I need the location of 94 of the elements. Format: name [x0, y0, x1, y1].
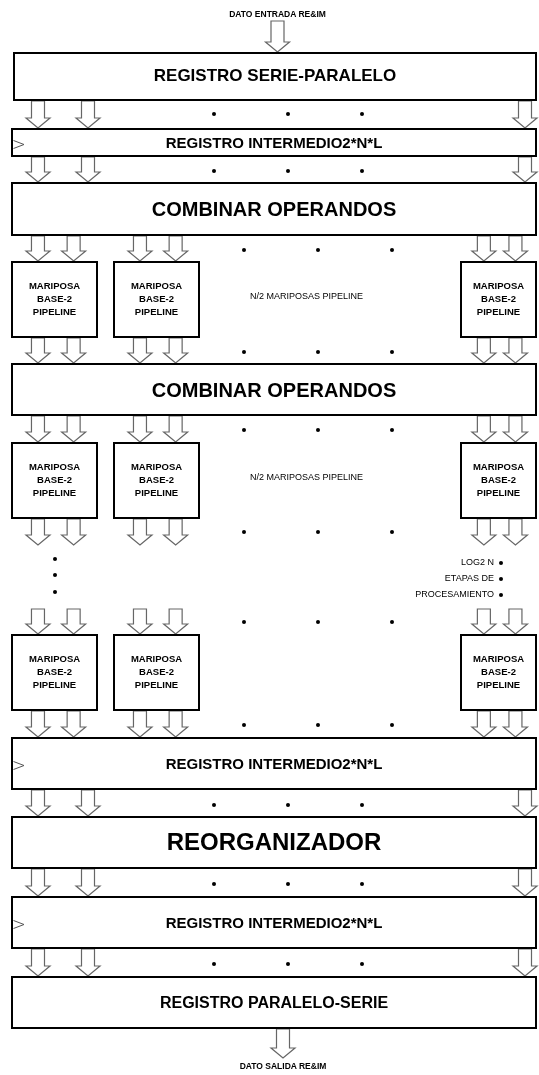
block-arrow	[470, 235, 498, 262]
register-block	[11, 182, 537, 236]
butterfly-block	[11, 634, 98, 711]
block-label: MARIPOSA BASE-2 PIPELINE	[27, 461, 82, 500]
block-arrow	[162, 608, 190, 635]
register-block	[11, 976, 537, 1029]
block-arrow	[74, 789, 102, 817]
butterfly-block	[11, 261, 98, 338]
block-label: REGISTRO INTERMEDIO2*N*L	[165, 913, 383, 932]
note-text: N/2 MARIPOSAS PIPELINE	[250, 472, 364, 482]
block-arrow	[501, 235, 530, 262]
block-label: REGISTRO INTERMEDIO2*N*L	[165, 754, 383, 773]
block-arrow	[501, 608, 530, 635]
block-label: MARIPOSA BASE-2 PIPELINE	[129, 280, 184, 319]
block-arrow	[24, 710, 52, 738]
block-arrow	[24, 337, 52, 364]
block-arrow	[74, 948, 102, 977]
block-arrow	[162, 518, 190, 546]
butterfly-block	[460, 634, 537, 711]
block-label: MARIPOSA BASE-2 PIPELINE	[471, 461, 526, 500]
block-arrow	[74, 156, 102, 183]
block-arrow	[24, 415, 52, 443]
block-arrow	[126, 608, 154, 635]
block-label: MARIPOSA BASE-2 PIPELINE	[471, 653, 526, 692]
block-arrow	[24, 948, 52, 977]
block-arrow	[24, 608, 52, 635]
block-label: MARIPOSA BASE-2 PIPELINE	[27, 280, 82, 319]
block-arrow	[162, 415, 190, 443]
butterfly-block	[113, 261, 200, 338]
block-arrow	[126, 518, 154, 546]
block-arrow	[501, 518, 530, 546]
block-arrow	[60, 608, 88, 635]
block-arrow	[162, 710, 190, 738]
block-label: MARIPOSA BASE-2 PIPELINE	[129, 461, 184, 500]
block-arrow	[511, 100, 539, 129]
block-arrow	[24, 235, 52, 262]
block-arrow	[511, 789, 539, 817]
block-arrow	[470, 608, 498, 635]
note-text: N/2 MARIPOSAS PIPELINE	[250, 291, 364, 301]
butterfly-block	[113, 442, 200, 519]
data-label: DATO ENTRADA RE&IM	[205, 6, 350, 21]
block-arrow	[263, 20, 292, 53]
block-label: REGISTRO SERIE-PARALELO	[153, 66, 397, 87]
block-label: MARIPOSA BASE-2 PIPELINE	[471, 280, 526, 319]
block-arrow	[24, 100, 52, 129]
block-arrow	[60, 518, 88, 546]
block-label: REORGANIZADOR	[166, 828, 382, 857]
block-arrow	[60, 235, 88, 262]
block-arrow	[269, 1028, 297, 1059]
register-block	[11, 737, 537, 790]
block-arrow	[511, 948, 539, 977]
block-arrow	[511, 156, 539, 183]
butterfly-block	[460, 261, 537, 338]
register-block	[11, 128, 537, 157]
note-text: PROCESAMIENTO	[415, 589, 494, 599]
block-arrow	[162, 337, 190, 364]
register-block	[11, 896, 537, 949]
block-arrow	[501, 415, 530, 443]
register-block	[11, 816, 537, 869]
block-label: COMBINAR OPERANDOS	[151, 197, 397, 221]
block-arrow	[60, 710, 88, 738]
block-arrow	[470, 518, 498, 546]
block-arrow	[74, 100, 102, 129]
block-arrow	[24, 518, 52, 546]
butterfly-block	[460, 442, 537, 519]
block-arrow	[501, 710, 530, 738]
block-arrow	[162, 235, 190, 262]
block-arrow	[60, 337, 88, 364]
block-arrow	[24, 868, 52, 897]
block-arrow	[470, 710, 498, 738]
block-arrow	[74, 868, 102, 897]
data-label: DATO SALIDA RE&IM	[210, 1058, 356, 1073]
butterfly-block	[113, 634, 200, 711]
block-arrow	[511, 868, 539, 897]
block-label: MARIPOSA BASE-2 PIPELINE	[129, 653, 184, 692]
block-arrow	[24, 156, 52, 183]
block-label: REGISTRO PARALELO-SERIE	[159, 992, 389, 1013]
block-arrow	[24, 789, 52, 817]
butterfly-block	[11, 442, 98, 519]
note-text: LOG2 N	[461, 557, 494, 567]
block-label: REGISTRO INTERMEDIO2*N*L	[165, 133, 383, 152]
block-arrow	[470, 337, 498, 364]
register-block	[13, 52, 537, 101]
block-arrow	[126, 235, 154, 262]
block-arrow	[501, 337, 530, 364]
block-arrow	[126, 710, 154, 738]
block-arrow	[126, 337, 154, 364]
register-block	[11, 363, 537, 416]
block-arrow	[60, 415, 88, 443]
block-label: MARIPOSA BASE-2 PIPELINE	[27, 653, 82, 692]
note-text: ETAPAS DE	[444, 573, 494, 583]
block-label: COMBINAR OPERANDOS	[151, 377, 397, 402]
block-arrow	[470, 415, 498, 443]
block-arrow	[126, 415, 154, 443]
